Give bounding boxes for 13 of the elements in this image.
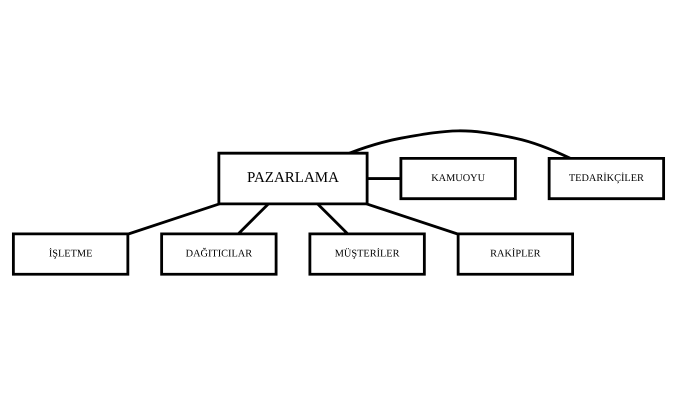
node-box: PAZARLAMA — [217, 152, 369, 206]
connector — [366, 202, 458, 236]
connector — [367, 177, 401, 180]
connector — [348, 129, 571, 160]
node-box: RAKİPLER — [456, 232, 574, 276]
connector — [237, 203, 270, 235]
connector — [316, 203, 349, 235]
node-box: İŞLETME — [12, 232, 130, 276]
node-box: TEDARİKÇİLER — [548, 156, 666, 200]
node-box: KAMUOYU — [399, 156, 517, 200]
node-box: DAĞITICILAR — [160, 232, 278, 276]
connector — [128, 202, 220, 236]
node-box: MÜŞTERİLER — [308, 232, 426, 276]
